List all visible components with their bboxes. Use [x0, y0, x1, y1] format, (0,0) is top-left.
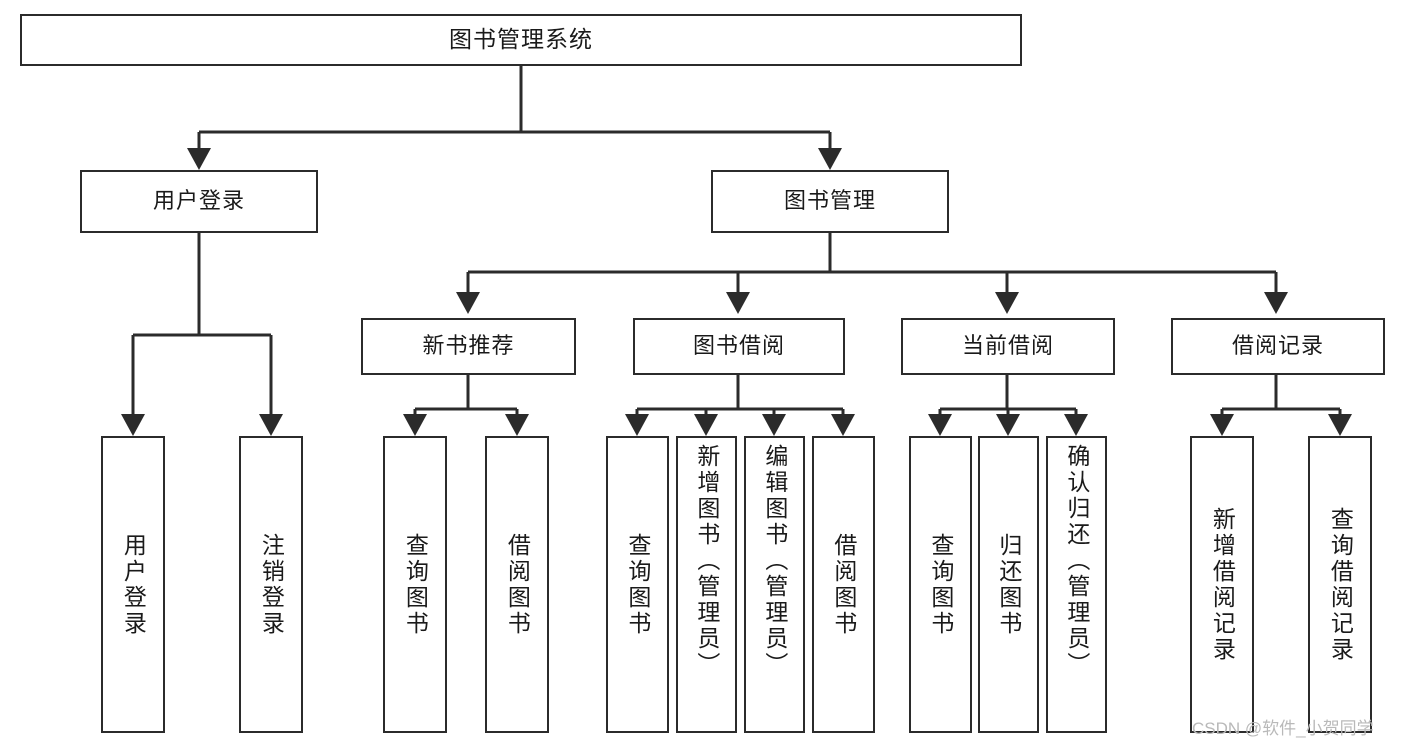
leaf-add-book-admin[interactable]: 新增图书（管理员）: [676, 436, 737, 733]
leaf-query-borrow-record[interactable]: 查询借阅记录: [1308, 436, 1372, 733]
node-root-book-management-system[interactable]: 图书管理系统: [20, 14, 1022, 66]
leaf-logout[interactable]: 注销登录: [239, 436, 303, 733]
node-book-management[interactable]: 图书管理: [711, 170, 949, 233]
node-label: 当前借阅: [961, 333, 1054, 359]
leaf-return-books[interactable]: 归还图书: [978, 436, 1039, 733]
leaf-query-books-current[interactable]: 查询图书: [909, 436, 972, 733]
leaf-add-borrow-record[interactable]: 新增借阅记录: [1190, 436, 1254, 733]
leaf-label: 查询图书: [927, 532, 954, 637]
node-label: 新书推荐: [422, 333, 515, 359]
leaf-borrow-books-borrow[interactable]: 借阅图书: [812, 436, 875, 733]
leaf-label: 用户登录: [120, 532, 147, 637]
node-label: 图书借阅: [692, 333, 785, 359]
leaf-label: 新增借阅记录: [1209, 506, 1236, 663]
leaf-confirm-return-admin[interactable]: 确认归还（管理员）: [1046, 436, 1107, 733]
leaf-label: 查询图书: [624, 532, 651, 637]
csdn-watermark: CSDN @软件_小贺同学: [1192, 719, 1374, 738]
leaf-borrow-books-newbook[interactable]: 借阅图书: [485, 436, 549, 733]
leaf-query-books-newbook[interactable]: 查询图书: [383, 436, 447, 733]
node-label: 用户登录: [152, 188, 245, 214]
node-borrow-records[interactable]: 借阅记录: [1171, 318, 1385, 375]
leaf-query-books-borrow[interactable]: 查询图书: [606, 436, 669, 733]
node-label: 图书管理系统: [449, 26, 593, 53]
node-new-book-recommend[interactable]: 新书推荐: [361, 318, 576, 375]
node-user-login[interactable]: 用户登录: [80, 170, 318, 233]
node-label: 图书管理: [783, 188, 876, 214]
node-label: 借阅记录: [1231, 333, 1324, 359]
leaf-label: 确认归还（管理员）: [1063, 444, 1090, 678]
leaf-label: 注销登录: [258, 532, 285, 637]
leaf-label: 查询图书: [402, 532, 429, 637]
leaf-label: 借阅图书: [504, 532, 531, 637]
node-book-borrow[interactable]: 图书借阅: [633, 318, 845, 375]
node-current-borrow[interactable]: 当前借阅: [901, 318, 1115, 375]
leaf-label: 新增图书（管理员）: [693, 444, 720, 678]
leaf-label: 编辑图书（管理员）: [761, 444, 788, 678]
leaf-user-login[interactable]: 用户登录: [101, 436, 165, 733]
leaf-edit-book-admin[interactable]: 编辑图书（管理员）: [744, 436, 805, 733]
leaf-label: 归还图书: [995, 532, 1022, 637]
leaf-label: 借阅图书: [830, 532, 857, 637]
leaf-label: 查询借阅记录: [1327, 506, 1354, 663]
